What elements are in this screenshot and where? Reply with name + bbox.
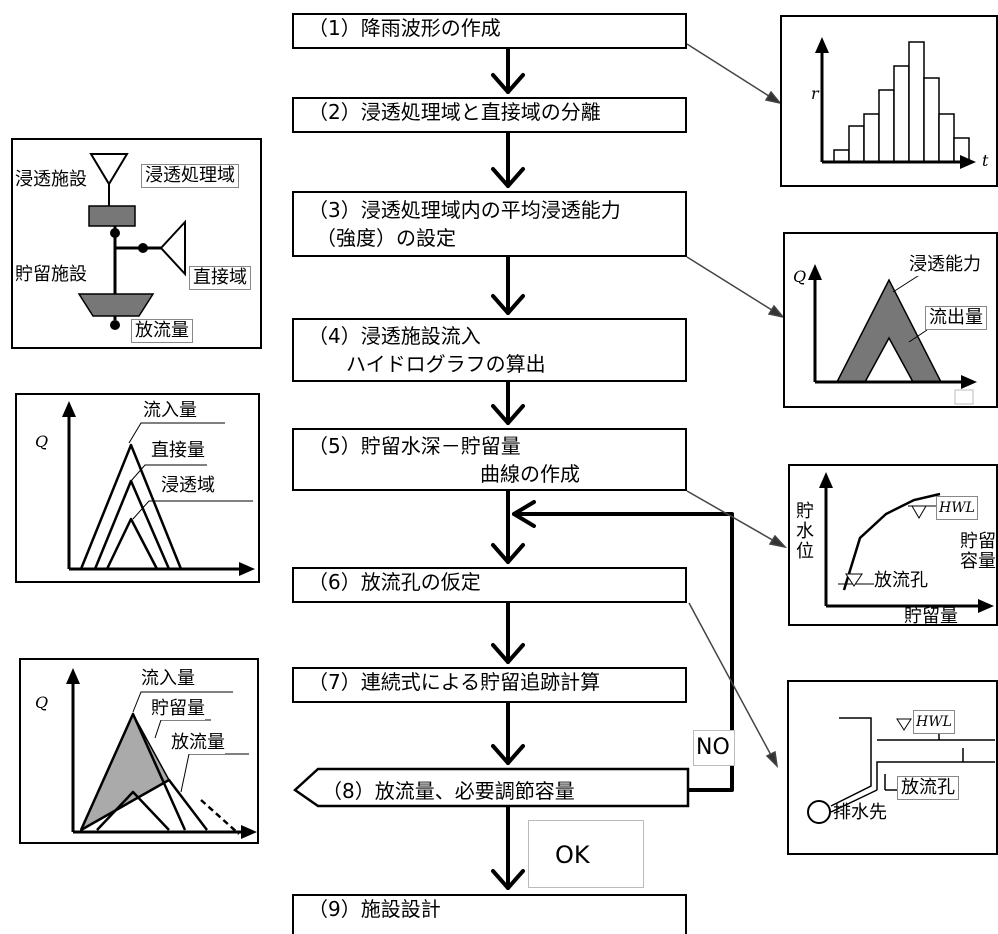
storage-x-label: 貯留量 (904, 606, 958, 627)
rain-bar (893, 65, 910, 163)
infiltration-capacity-panel: Q 浸透能力 流出量 (783, 232, 998, 408)
storage-capacity-line1: 貯留 (960, 531, 996, 552)
rain-chart-svg (815, 37, 976, 169)
step-2-label: （2）浸透処理域と直接域の分離 (308, 100, 601, 124)
runoff-label: 流出量 (925, 306, 987, 330)
rain-x-label: t (982, 150, 989, 172)
storage-facility-label: 貯留施設 (15, 264, 87, 286)
infiltration-schematic-svg (77, 153, 186, 330)
rain-bar (863, 113, 880, 163)
storage-outlet-label: 放流孔 (874, 570, 928, 592)
rain-bar (938, 113, 955, 163)
inflow-label: 流入量 (143, 400, 197, 422)
routing-inflow-label: 流入量 (141, 668, 195, 690)
step-4-label-line2: ハイドログラフの算出 (346, 352, 546, 376)
outlet-diagram-svg (807, 717, 995, 824)
routing-discharge-label: 放流量 (171, 732, 225, 754)
step-7-box: （7）連続式による貯留追跡計算 (292, 667, 687, 703)
storage-capacity-line2: 容量 (960, 551, 996, 572)
infiltration-facility-label: 浸透施設 (15, 169, 87, 191)
rain-bar (908, 41, 925, 163)
drain-destination-label: 排水先 (833, 802, 887, 823)
step-5-label-line2: 曲線の作成 (480, 462, 580, 486)
inflow-hydrograph-panel: Q 流入量 直接量 浸透域 (15, 393, 260, 583)
storage-capacity-label: 貯留 容量 (960, 532, 996, 572)
capacity-y-label: Q (793, 266, 807, 288)
step-3-label-line1: （3）浸透処理域内の平均浸透能力 (308, 198, 621, 222)
infiltration-zone-label: 浸透域 (161, 475, 215, 497)
infiltration-area-label: 浸透処理域 (141, 164, 239, 188)
storage-curve-panel: 貯 水 位 HWL 放流孔 貯留 容量 貯留量 (788, 464, 998, 627)
storage-y-label-char-2: 水 (796, 521, 814, 542)
rain-y-label: r (811, 84, 819, 103)
step-4-box: （4）浸透施設流入 ハイドログラフの算出 (292, 318, 687, 382)
outlet-label: 放流孔 (897, 776, 959, 800)
step-6-label: （6）放流孔の仮定 (308, 570, 481, 594)
inflow-hydrograph-svg (62, 401, 255, 576)
direct-area-label: 直接域 (189, 266, 251, 290)
step-3-box: （3）浸透処理域内の平均浸透能力 （強度）の設定 (292, 191, 687, 257)
infiltration-capacity-label: 浸透能力 (909, 254, 981, 276)
step-5-box: （5）貯留水深－貯留量 曲線の作成 (292, 428, 687, 491)
no-label-box: NO (693, 730, 735, 766)
step-5-label-line1: （5）貯留水深－貯留量 (308, 434, 521, 458)
step-6-box: （6）放流孔の仮定 (292, 567, 687, 603)
rain-bar (878, 89, 895, 163)
ok-label: OK (555, 841, 590, 869)
discharge-label: 放流量 (131, 319, 193, 343)
rain-bar (923, 77, 940, 163)
storage-curve-svg (819, 472, 994, 613)
ok-label-box: OK (528, 820, 644, 888)
routing-y-label: Q (35, 692, 49, 714)
storage-hwl-label: HWL (936, 496, 978, 520)
outlet-diagram-panel: HWL 放流孔 排水先 (787, 680, 998, 855)
rain-bar (833, 149, 850, 163)
outlet-hwl-label: HWL (913, 710, 955, 734)
infiltration-area-panel: 浸透施設 浸透処理域 貯留施設 直接域 放流量 (11, 138, 262, 349)
step-1-box: （1）降雨波形の作成 (292, 13, 687, 49)
step-9-label: （9）施設設計 (308, 897, 441, 921)
rain-bar (848, 125, 865, 163)
decision-shape (293, 767, 690, 808)
step-7-label: （7）連続式による貯留追跡計算 (308, 670, 601, 694)
step-4-label-line1: （4）浸透施設流入 (308, 324, 481, 348)
storage-y-label-char-1: 貯 (796, 501, 814, 522)
step-9-box: （9）施設設計 (292, 894, 687, 934)
storage-routing-panel: Q 流入量 貯留量 放流量 (19, 658, 259, 844)
step-2-box: （2）浸透処理域と直接域の分離 (292, 97, 687, 133)
direct-flow-label: 直接量 (151, 440, 205, 462)
step-8-label: （8）放流量、必要調節容量 (322, 779, 575, 803)
rain-chart-panel: r t (780, 15, 998, 187)
storage-routing-svg (66, 668, 257, 839)
inflow-y-label: Q (35, 431, 49, 453)
infiltration-capacity-svg (808, 264, 977, 405)
no-label: NO (696, 735, 730, 760)
step-3-label-line2: （強度）の設定 (316, 226, 456, 250)
storage-y-label: 貯 水 位 (796, 502, 814, 562)
rain-bars (833, 41, 970, 163)
storage-y-label-char-3: 位 (796, 541, 814, 562)
routing-storage-label: 貯留量 (151, 698, 205, 720)
step-1-label: （1）降雨波形の作成 (308, 16, 501, 40)
